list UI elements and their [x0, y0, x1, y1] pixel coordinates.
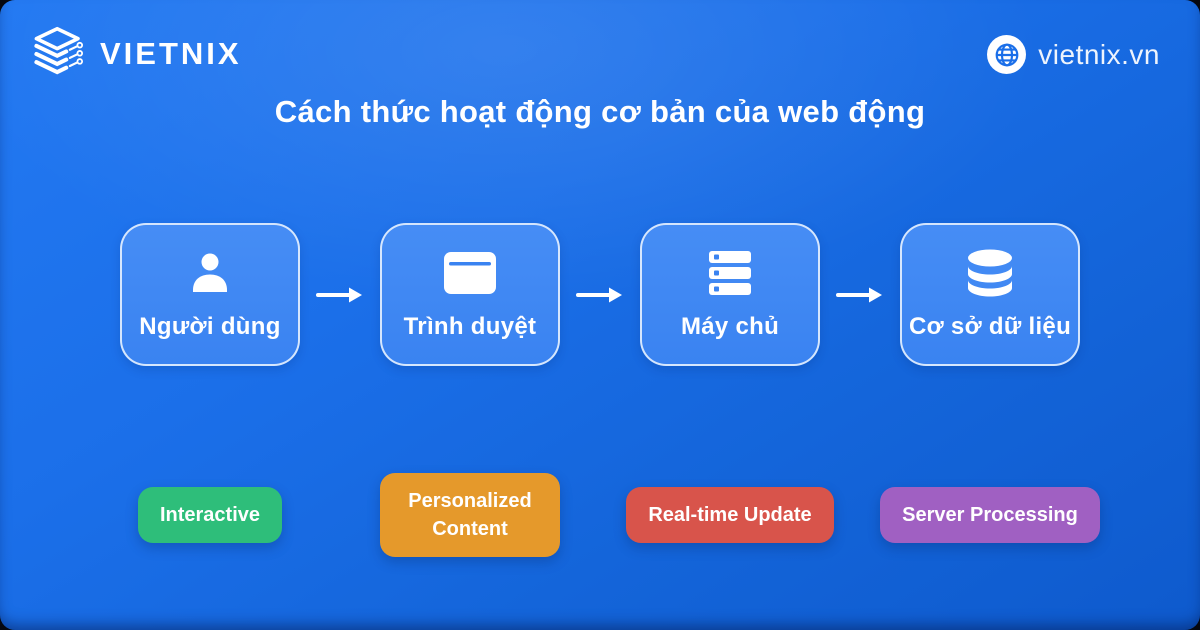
database-icon [965, 249, 1015, 297]
feature-tags: Interactive Personalized Content Real-ti… [0, 430, 1200, 600]
flow-diagram: Người dùng Trình duyệt [0, 223, 1200, 366]
flow-arrow-icon [820, 286, 900, 304]
flow-node-label: Cơ sở dữ liệu [908, 312, 1072, 340]
server-icon [708, 249, 752, 297]
flow-node-user: Người dùng [120, 223, 300, 366]
brand-name: VIETNIX [100, 36, 242, 71]
flow-arrow-icon [560, 286, 640, 304]
flow-node-browser: Trình duyệt [380, 223, 560, 366]
website-url: vietnix.vn [1038, 38, 1160, 70]
page-title: Cách thức hoạt động cơ bản của web động [274, 94, 926, 129]
browser-icon [443, 249, 497, 297]
flow-node-label: Máy chủ [680, 312, 780, 340]
vietnix-layers-icon [34, 26, 84, 75]
flow-node-label: Người dùng [139, 312, 281, 340]
brand-logo: VIETNIX [30, 26, 242, 82]
globe-icon [987, 35, 1027, 74]
tag-personalized-content: Personalized Content [380, 473, 560, 557]
flow-node-server: Máy chủ [640, 223, 820, 366]
flow-node-label: Trình duyệt [403, 312, 537, 340]
flow-arrow-icon [300, 286, 380, 304]
flow-node-database: Cơ sở dữ liệu [900, 223, 1080, 366]
user-icon [185, 249, 235, 297]
tag-server-processing: Server Processing [880, 487, 1100, 543]
tag-interactive: Interactive [137, 487, 283, 543]
website-badge: vietnix.vn [987, 35, 1160, 74]
tag-realtime-update: Real-time Update [626, 487, 834, 543]
